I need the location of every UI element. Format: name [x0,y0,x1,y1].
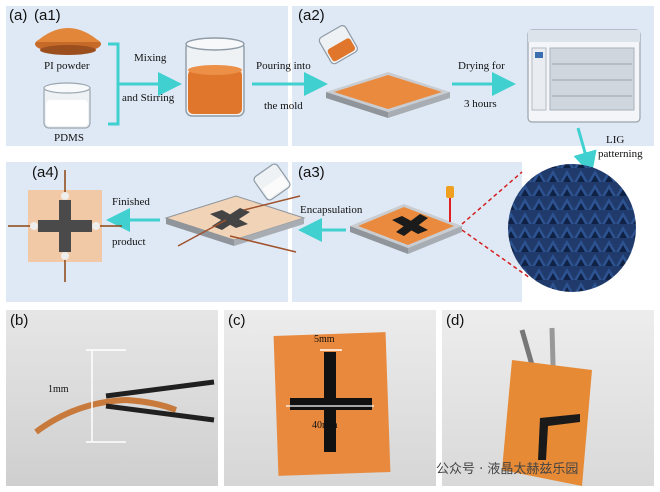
watermark: 公众号 · 液晶太赫兹乐园 [436,462,579,477]
caption-and-stirring: and Stirring [122,92,175,104]
lig-arrow [573,127,597,176]
label-c: (c) [228,312,246,329]
caption-the-mold: the mold [264,100,303,112]
patterned-plate [350,204,462,254]
oven [527,29,641,123]
measure-bottom-width: 40mm [312,420,338,431]
laser-head [446,186,454,222]
measure-top-width: 5mm [314,334,335,345]
pi-powder-bowl [35,28,101,55]
label-a1: (a1) [34,7,61,24]
caption-patterning: patterning [598,148,643,160]
caption-finished: Finished [112,196,150,208]
mixed-beaker [185,37,245,117]
photo-d [442,310,654,486]
encapsulation-plate [164,195,306,253]
pdms-beaker [43,82,91,129]
finished-product [8,170,122,282]
lig-microstructure [508,164,636,292]
caption-pdms: PDMS [54,132,84,144]
pouring-beaker [318,25,358,65]
label-a4: (a4) [32,164,59,181]
label-a: (a) [9,7,28,24]
measure-thickness: 1mm [48,384,69,395]
mixing-arrow [108,42,176,126]
zoom-line-top [461,171,523,225]
photo-c [224,310,436,486]
label-b: (b) [10,312,29,329]
label-a3: (a3) [298,164,325,181]
label-d: (d) [446,312,465,329]
caption-three-hours: 3 hours [464,98,497,110]
caption-drying-for: Drying for [458,60,505,72]
caption-encapsulation: Encapsulation [300,204,363,216]
encapsulation-beaker [253,163,291,201]
mold-plate [326,72,450,118]
caption-pouring-into: Pouring into [256,60,311,72]
caption-pi-powder: PI powder [44,60,90,72]
label-a2: (a2) [298,7,325,24]
caption-lig: LIG [606,134,625,146]
caption-product: product [112,236,146,248]
caption-mixing: Mixing [134,52,167,64]
photo-b [6,310,218,486]
